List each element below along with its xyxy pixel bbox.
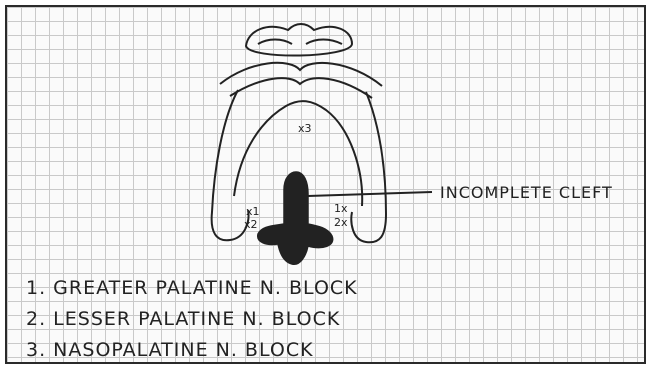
- site-1-left-mark: x1: [246, 205, 260, 218]
- site-3-mark: x3: [298, 122, 312, 135]
- lip-line-left: [258, 40, 292, 45]
- outer-arch: [212, 90, 249, 240]
- cleft-shape: [258, 172, 333, 264]
- site-1-right-mark: 1x: [334, 202, 348, 215]
- upper-lip-outline: [246, 24, 352, 56]
- gum-fold-lower: [230, 78, 372, 98]
- outer-arch-right: [351, 92, 386, 242]
- legend-item-3: 3. NASOPALATINE N. BLOCK: [26, 339, 314, 361]
- cleft-label: INCOMPLETE CLEFT: [440, 183, 613, 202]
- lip-line-right: [306, 40, 342, 45]
- cleft-leader-line: [308, 192, 432, 196]
- legend-item-1: 1. GREATER PALATINE N. BLOCK: [26, 277, 358, 299]
- site-2-left-mark: x2: [244, 218, 258, 231]
- legend: 1. GREATER PALATINE N. BLOCK 2. LESSER P…: [26, 277, 358, 361]
- legend-item-2: 2. LESSER PALATINE N. BLOCK: [26, 308, 340, 330]
- site-2-right-mark: 2x: [334, 216, 348, 229]
